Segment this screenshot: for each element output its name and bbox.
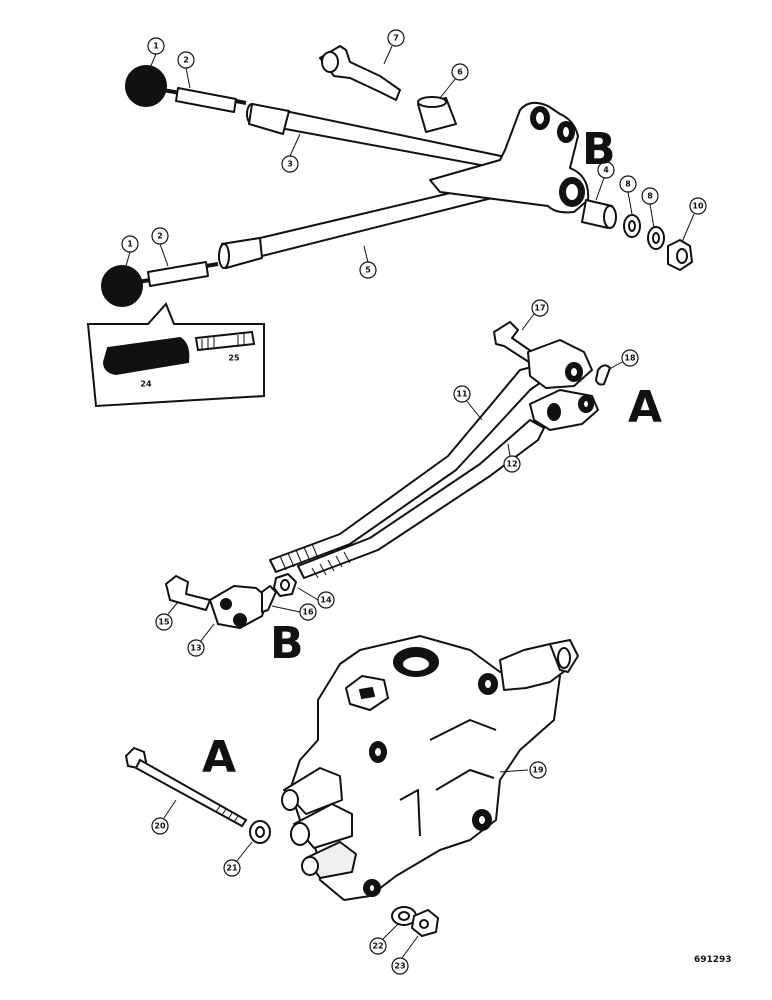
svg-text:19: 19 — [532, 766, 544, 775]
callout-4: 4 — [597, 161, 615, 179]
callout-21: 21 — [223, 859, 241, 877]
callout-1-mid: 1 — [121, 235, 139, 253]
callout-17: 17 — [531, 299, 549, 317]
svg-text:10: 10 — [692, 202, 704, 211]
svg-text:8: 8 — [647, 192, 653, 201]
lever-arm-3 — [246, 103, 541, 177]
svg-text:12: 12 — [506, 460, 517, 469]
callouts: 1 2 3 7 6 4 8 8 10 1 2 5 17 18 11 12 15 … — [121, 29, 707, 975]
svg-text:15: 15 — [158, 618, 170, 627]
leader-lines — [125, 45, 695, 959]
lever-arm-5 — [218, 185, 501, 269]
control-rod-assembly — [269, 321, 611, 579]
svg-text:14: 14 — [320, 596, 332, 605]
grip-24 — [102, 336, 190, 376]
callout-19: 19 — [529, 761, 547, 779]
callout-18: 18 — [621, 349, 639, 367]
inset-box — [86, 302, 265, 408]
valve-body — [281, 635, 579, 901]
pivot-bracket — [429, 101, 590, 214]
svg-text:1: 1 — [153, 42, 159, 51]
nut-14 — [273, 573, 297, 597]
svg-text:1: 1 — [127, 240, 133, 249]
callout-6: 6 — [451, 63, 469, 81]
bolt-15 — [165, 575, 211, 611]
knob-top — [125, 65, 167, 107]
bushing-6 — [417, 96, 457, 133]
valve-spools — [281, 767, 357, 879]
washer-21 — [249, 820, 271, 844]
callout-7-top: 7 — [387, 29, 405, 47]
svg-text:22: 22 — [372, 942, 383, 951]
svg-text:17: 17 — [534, 304, 545, 313]
nut-10 — [667, 239, 693, 271]
drawing-number: 691293 — [694, 955, 732, 965]
svg-text:2: 2 — [183, 56, 189, 65]
callout-15: 15 — [155, 613, 173, 631]
svg-text:13: 13 — [190, 644, 201, 653]
nut-23 — [410, 908, 440, 938]
section-label-b-upper: B — [582, 124, 616, 175]
callout-23: 23 — [391, 957, 409, 975]
svg-text:7: 7 — [393, 34, 399, 43]
knob-mid — [101, 265, 143, 307]
callout-2-top: 2 — [177, 51, 195, 69]
pin-7 — [319, 45, 401, 101]
washer-22 — [391, 906, 417, 926]
svg-text:3: 3 — [287, 160, 293, 169]
svg-text:4: 4 — [603, 166, 609, 175]
inset-label-25: 25 — [228, 354, 240, 363]
section-label-a-lower: A — [202, 732, 236, 783]
callout-11: 11 — [453, 385, 471, 403]
rod-12 — [297, 419, 545, 579]
section-label-a-upper: A — [628, 382, 662, 433]
svg-text:11: 11 — [456, 390, 468, 399]
callout-20: 20 — [151, 817, 169, 835]
clevis-upper — [527, 339, 593, 389]
stud-25 — [194, 330, 256, 352]
valve-fitting-right — [499, 639, 579, 691]
callout-16: 16 — [299, 603, 317, 621]
callout-3: 3 — [281, 155, 299, 173]
callout-2-mid: 2 — [151, 227, 169, 245]
svg-text:21: 21 — [226, 864, 238, 873]
clevis-lower — [529, 389, 599, 431]
inset-label-24: 24 — [140, 380, 152, 389]
callout-5: 5 — [359, 261, 377, 279]
rod-mid — [137, 261, 219, 287]
bushing-4 — [581, 199, 617, 229]
callout-1-top: 1 — [147, 37, 165, 55]
rod-11 — [269, 365, 545, 573]
lever-assembly-upper — [101, 45, 693, 307]
clevis-parts — [165, 573, 297, 629]
cotter-pin-18 — [595, 364, 611, 386]
svg-text:20: 20 — [154, 822, 166, 831]
callout-13: 13 — [187, 639, 205, 657]
callout-10: 10 — [689, 197, 707, 215]
svg-text:8: 8 — [625, 180, 631, 189]
clevis-13 — [209, 585, 269, 629]
cotter-pin-16 — [261, 585, 277, 613]
callout-22: 22 — [369, 937, 387, 955]
rod-threads — [279, 543, 351, 579]
svg-text:6: 6 — [457, 68, 463, 77]
section-label-b-lower: B — [270, 618, 304, 669]
callout-8b: 8 — [641, 187, 659, 205]
rod-top — [162, 87, 247, 113]
svg-text:2: 2 — [157, 232, 163, 241]
svg-text:16: 16 — [302, 608, 314, 617]
bolt-20 — [124, 746, 248, 828]
svg-text:18: 18 — [624, 354, 636, 363]
callout-8a: 8 — [619, 175, 637, 193]
svg-text:5: 5 — [365, 266, 371, 275]
callout-12: 12 — [503, 455, 521, 473]
svg-text:23: 23 — [394, 962, 405, 971]
callout-14: 14 — [317, 591, 335, 609]
